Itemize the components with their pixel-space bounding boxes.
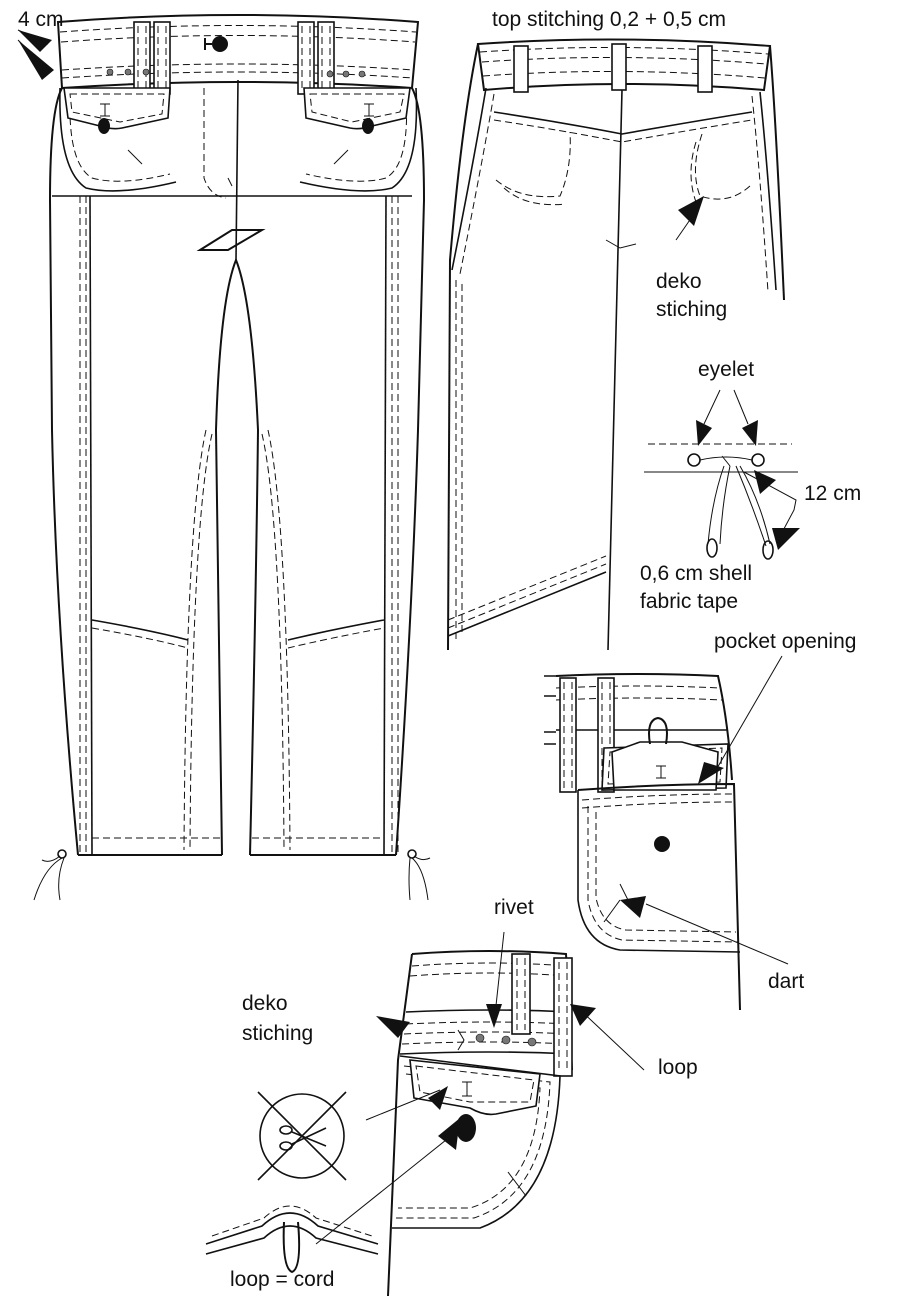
- eyelet-detail: [644, 389, 800, 560]
- label-deko-stitching-back-1: deko: [656, 270, 702, 293]
- label-deko-stitching-detail-1: deko: [242, 992, 288, 1015]
- label-deko-stitching-back-2: stiching: [656, 298, 727, 321]
- front-button: [212, 36, 228, 52]
- label-cord-length: 12 cm: [804, 482, 861, 505]
- waistband-pocket-detail: [315, 931, 645, 1297]
- front-belt-loops: [133, 21, 335, 95]
- label-loop: loop: [658, 1056, 698, 1079]
- front-view: [33, 14, 431, 901]
- label-dart: dart: [768, 970, 804, 993]
- label-tape-1: 0,6 cm shell: [640, 562, 752, 585]
- label-tape-2: fabric tape: [640, 590, 738, 613]
- loop-cord-detail: [205, 1205, 379, 1274]
- front-rivets: [106, 68, 366, 78]
- label-waistband-width: 4 cm: [18, 8, 64, 31]
- label-pocket-opening: pocket opening: [714, 630, 856, 653]
- pocket-opening-detail: [544, 655, 789, 1011]
- front-pockets: [59, 87, 418, 192]
- label-deko-stitching-detail-2: stiching: [242, 1022, 313, 1045]
- label-rivet: rivet: [494, 896, 534, 919]
- label-top-stitching: top stitching 0,2 + 0,5 cm: [492, 8, 726, 31]
- scissors-crossed-icon: [257, 1091, 347, 1181]
- label-loop-cord: loop = cord: [230, 1268, 335, 1291]
- back-view: [447, 38, 785, 651]
- front-hem-cords: [33, 849, 431, 901]
- label-eyelet: eyelet: [698, 358, 754, 381]
